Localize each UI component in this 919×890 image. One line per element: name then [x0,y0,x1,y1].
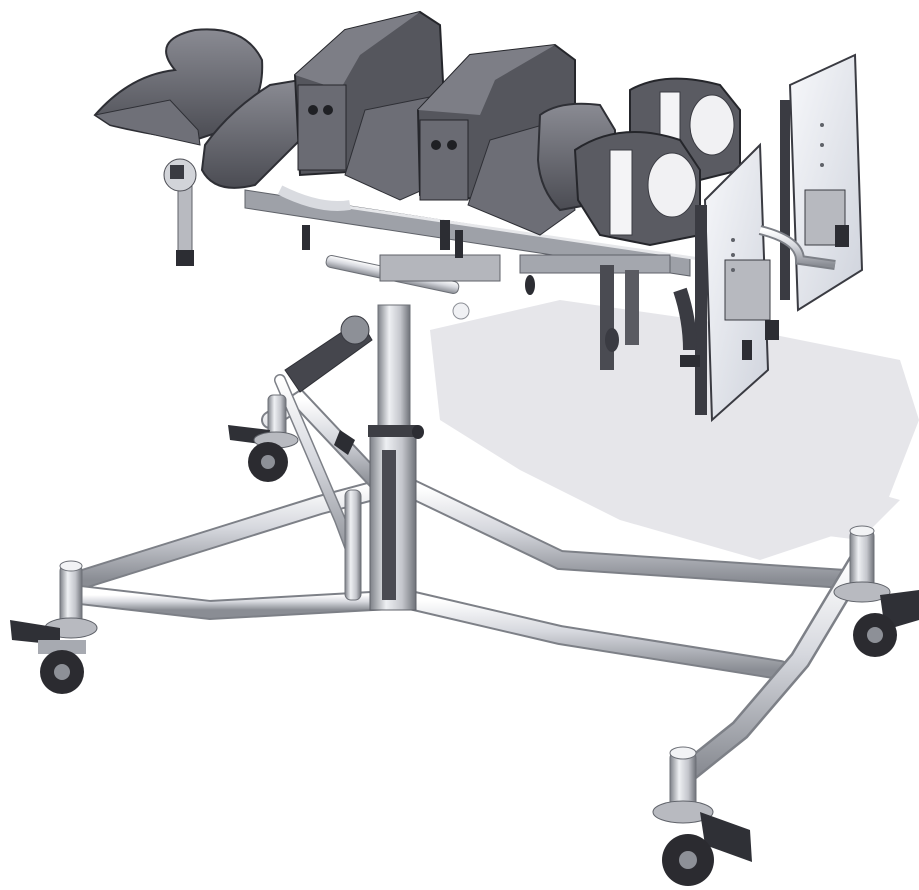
center-column [368,304,424,611]
chassis-rail [244,185,721,370]
caster-front-left [10,560,98,694]
caster-back-left [228,394,299,482]
gas-spring [284,315,373,601]
clamp-knobs [302,220,849,360]
headrest [93,28,264,266]
foot-plate-rear [780,53,864,312]
foot-plate-front [695,142,771,423]
caster-back-right [833,525,919,657]
ground-shadow [430,300,919,560]
caster-front-right [652,746,752,886]
foot-plate-arm [673,225,836,367]
leg-cuff-front [573,131,701,247]
base-frame [70,374,871,781]
